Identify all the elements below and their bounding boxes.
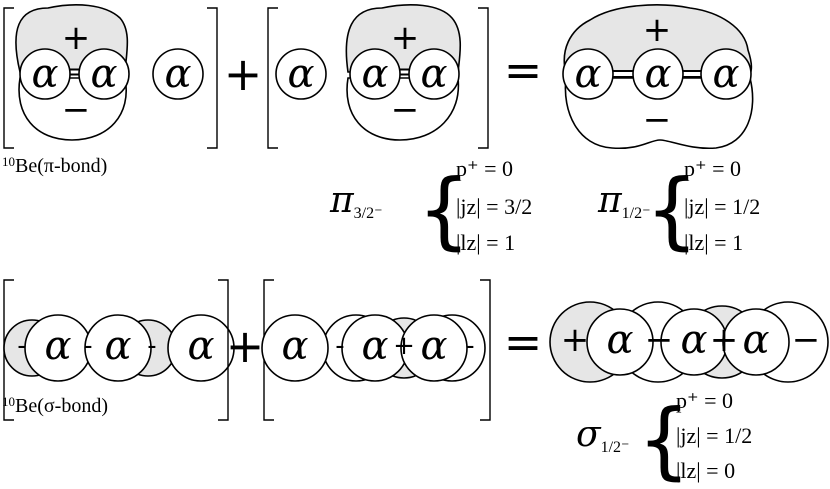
alpha-particle (78, 48, 130, 100)
state-symbol: π1/2⁻ (597, 180, 651, 222)
alpha-symbol: α (420, 323, 447, 369)
plus-sign: + (643, 10, 672, 50)
alpha-symbol: α (104, 323, 131, 369)
alpha-symbol: α (361, 323, 388, 369)
alpha-particle (722, 308, 790, 376)
minus-sign: − (62, 90, 91, 130)
equals-operator: = (504, 315, 543, 369)
svg-text:{: { (645, 161, 698, 259)
alpha-symbol: α (574, 51, 601, 97)
quantum-number: |jz| = 1/2 (684, 194, 760, 219)
quantum-number: |lz| = 1 (456, 230, 515, 255)
right-bracket (218, 279, 229, 421)
alpha-symbol: α (680, 317, 707, 363)
minus-sign: - (83, 331, 92, 361)
state-pi-3-2: π3/2⁻ { p⁺ = 0 |jz| = 3/2 |lz| = 1 (329, 156, 532, 259)
quantum-number: p⁺ = 0 (676, 388, 733, 413)
alpha-particle (562, 48, 614, 100)
state-sigma-1-2: σ1/2⁻ { p⁺ = 0 |jz| = 1/2 |lz| = 0 (576, 388, 752, 489)
alpha-symbol: α (606, 317, 633, 363)
alpha-symbol: α (644, 51, 671, 97)
quantum-number: |jz| = 1/2 (676, 423, 752, 448)
alpha-symbol: α (90, 51, 117, 97)
alpha-particle (261, 314, 329, 382)
plus-sign: + (62, 18, 91, 58)
alpha-symbol: α (281, 323, 308, 369)
alpha-particle (152, 48, 204, 100)
pi-bond-label: 10Be(π-bond) (2, 154, 107, 177)
minus-sign: - (465, 331, 474, 361)
alpha-particle (408, 48, 460, 100)
equals-operator: = (504, 43, 543, 97)
sigma-term-2: α α α - + - (261, 279, 491, 421)
plus-sign: + (710, 320, 739, 360)
minus-sign: − (643, 100, 672, 140)
alpha-particle (84, 314, 152, 382)
alpha-particle (400, 314, 468, 382)
minus-sign: - (335, 331, 344, 361)
minus-sign: - (17, 331, 26, 361)
sigma-term-1: α α α - - - (3, 279, 235, 421)
right-bracket (207, 7, 218, 149)
plus-operator: + (226, 319, 265, 373)
minus-sign: - (147, 331, 156, 361)
alpha-particle (19, 48, 71, 100)
quantum-number: |lz| = 1 (684, 230, 743, 255)
left-bracket (3, 7, 14, 149)
plus-operator: + (224, 47, 263, 101)
plus-sign: + (561, 320, 590, 360)
alpha-symbol: α (44, 323, 71, 369)
minus-sign: − (792, 320, 821, 360)
sigma-result: α α α + − + − (549, 301, 829, 383)
plus-sign: + (391, 18, 420, 58)
sigma-bond-label: 10Be(σ-bond) (2, 394, 108, 417)
pi-term-1: α α α + − (3, 4, 218, 149)
alpha-particle (632, 48, 684, 100)
alpha-symbol: α (742, 317, 769, 363)
state-pi-1-2: π1/2⁻ { p⁺ = 0 |jz| = 1/2 |lz| = 1 (597, 156, 760, 259)
quantum-number: |lz| = 0 (676, 458, 735, 483)
alpha-particle (700, 48, 752, 100)
alpha-particle (586, 308, 654, 376)
quantum-number: |jz| = 3/2 (456, 194, 532, 219)
state-symbol: π3/2⁻ (329, 180, 383, 222)
alpha-particle (349, 48, 401, 100)
lower-lobe-negative (564, 77, 754, 150)
svg-text:{: { (417, 161, 470, 259)
alpha-particle (275, 48, 327, 100)
left-bracket (267, 7, 278, 149)
pi-term-2: α α α + − (267, 4, 489, 149)
alpha-symbol: α (420, 51, 447, 97)
state-symbol: σ1/2⁻ (576, 414, 629, 456)
right-bracket (478, 7, 489, 149)
alpha-symbol: α (187, 323, 214, 369)
plus-sign: + (393, 331, 415, 361)
svg-text:{: { (637, 391, 690, 489)
alpha-symbol: α (712, 51, 739, 97)
alpha-symbol: α (287, 51, 314, 97)
quantum-number: p⁺ = 0 (456, 156, 513, 181)
minus-sign: − (391, 90, 420, 130)
minus-sign: − (645, 320, 674, 360)
alpha-symbol: α (361, 51, 388, 97)
right-bracket (480, 279, 491, 421)
pi-result: α α α + − (562, 4, 754, 150)
alpha-symbol: α (31, 51, 58, 97)
quantum-number: p⁺ = 0 (684, 156, 741, 181)
alpha-symbol: α (164, 51, 191, 97)
alpha-particle (167, 314, 235, 382)
upper-lobe-positive (563, 4, 753, 75)
